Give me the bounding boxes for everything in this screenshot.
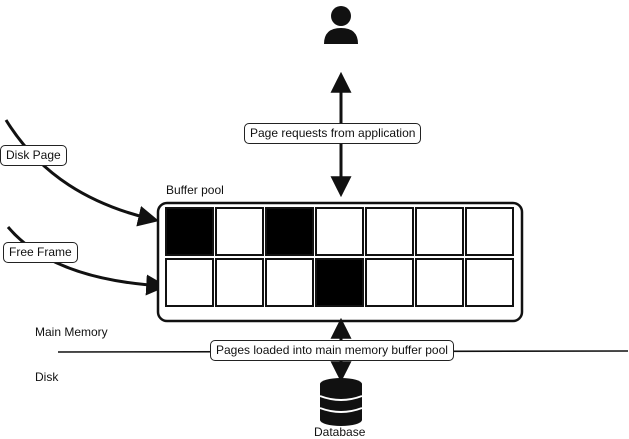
user-icon: [324, 6, 358, 44]
database-label: Database: [314, 425, 366, 439]
buffer-pool-label: Buffer pool: [166, 183, 224, 197]
frame-free: [415, 258, 464, 307]
frame-free: [215, 207, 264, 256]
frame-free: [315, 207, 364, 256]
disk-page-arrow: [4, 119, 160, 227]
pages-loaded-label: Pages loaded into main memory buffer poo…: [210, 340, 454, 362]
frame-free: [465, 258, 514, 307]
disk-label: Disk: [35, 370, 59, 384]
frame-occupied: [265, 207, 314, 256]
frame-free: [365, 258, 414, 307]
frame-occupied: [315, 258, 364, 307]
buffer-pool-frames: [165, 207, 514, 307]
frame-free: [215, 258, 264, 307]
frame-occupied: [165, 207, 214, 256]
main-memory-label: Main Memory: [35, 325, 108, 339]
frame-free: [365, 207, 414, 256]
database-icon: [319, 378, 363, 426]
page-requests-label: Page requests from application: [244, 123, 422, 145]
free-frame-label: Free Frame: [3, 242, 78, 264]
free-frame-arrow: [6, 226, 168, 296]
disk-page-label: Disk Page: [0, 145, 67, 167]
frame-free: [165, 258, 214, 307]
frame-free: [465, 207, 514, 256]
frame-free: [415, 207, 464, 256]
frame-free: [265, 258, 314, 307]
